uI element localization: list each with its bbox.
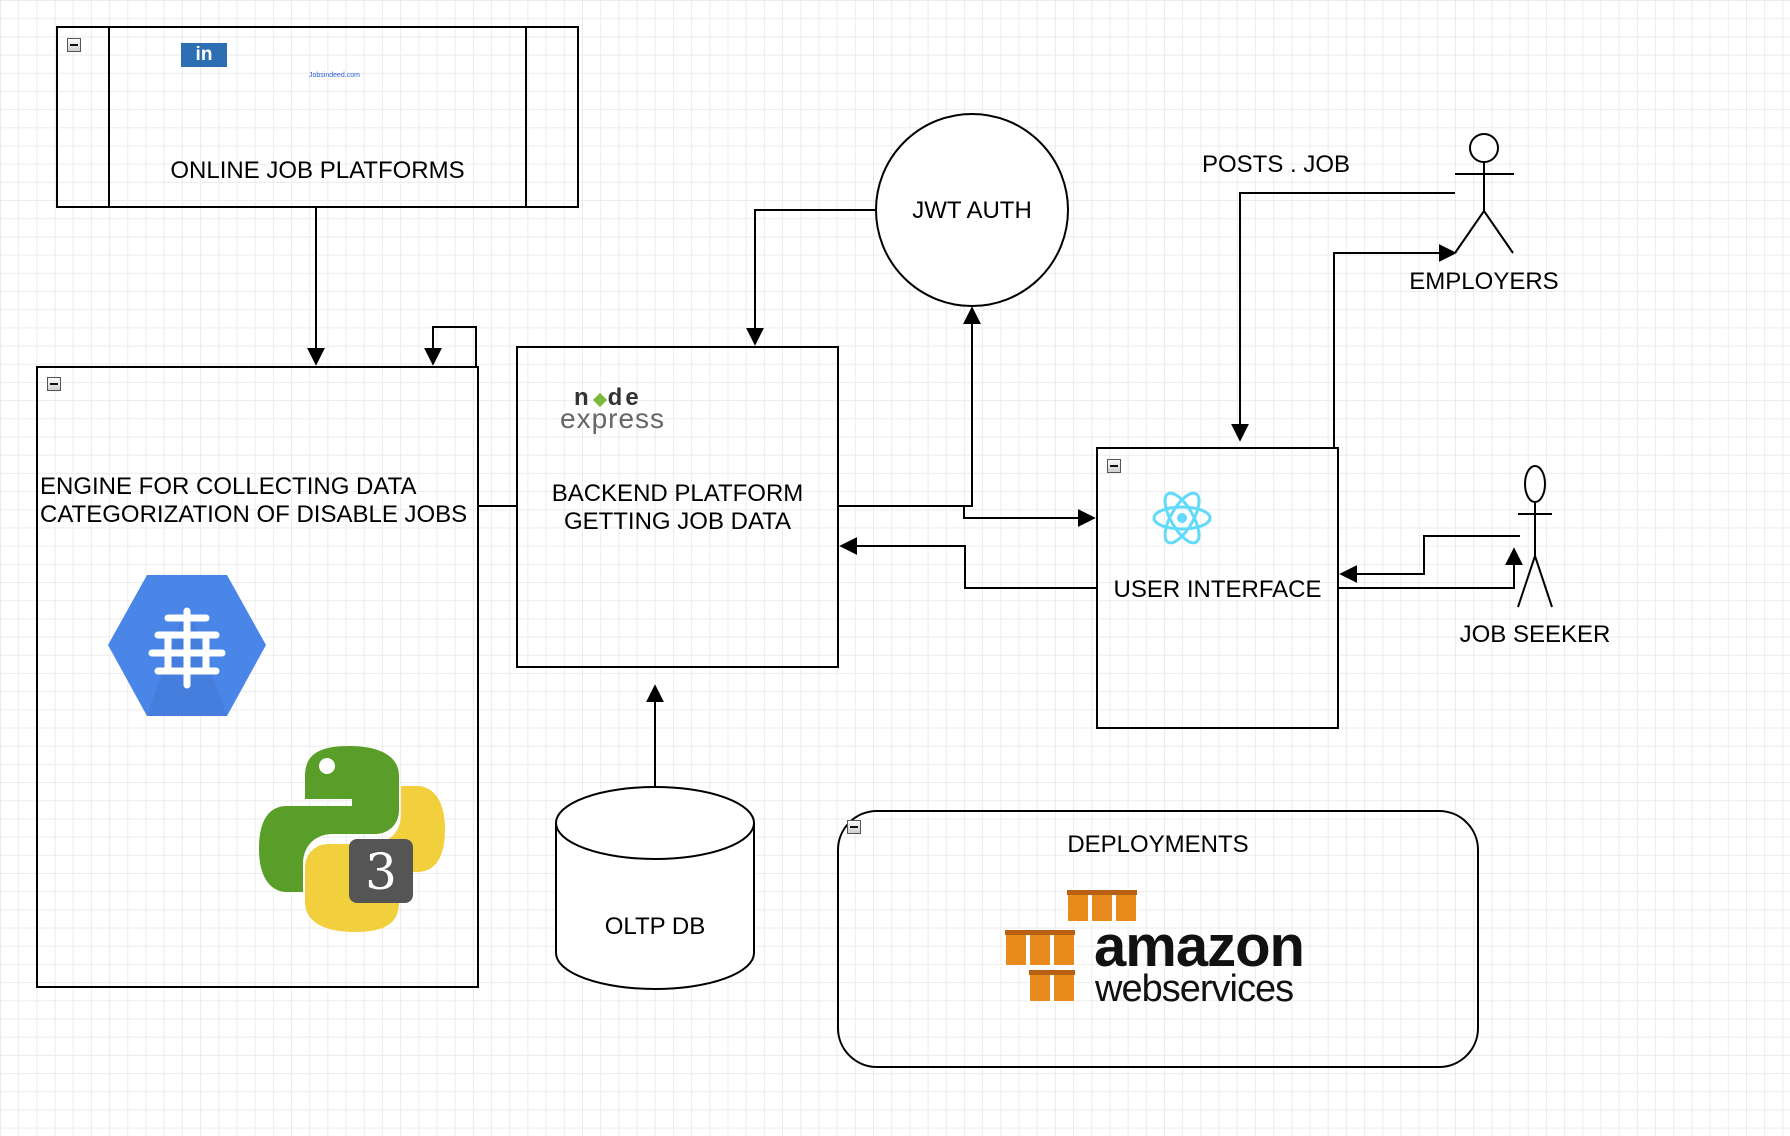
aws-cubes-icon <box>1004 889 1138 1003</box>
collapse-toggle-deployments[interactable] <box>847 820 861 834</box>
indeed-icon: Jobsindeed.com <box>309 72 360 79</box>
edge-ui-to-employers <box>1333 244 1457 447</box>
engine-box[interactable] <box>36 366 479 988</box>
edge-jwt-to-backend <box>746 209 876 346</box>
aws-webservices-logo: webservices <box>1095 968 1294 1010</box>
jwt-auth-label: JWT AUTH <box>912 197 1032 224</box>
oltp-db-label: OLTP DB <box>604 913 706 940</box>
edge-backend-to-jwt <box>839 306 981 507</box>
edge-employers-to-ui <box>1231 192 1455 442</box>
employers-label: EMPLOYERS <box>1409 268 1559 295</box>
online-job-platforms-box[interactable] <box>56 26 579 208</box>
user-interface-box[interactable] <box>1096 447 1339 729</box>
backend-box[interactable] <box>516 346 839 668</box>
job-seeker-label: JOB SEEKER <box>1459 621 1611 648</box>
collapse-toggle-engine[interactable] <box>47 377 61 391</box>
posts-job-label: POSTS . JOB <box>1202 151 1351 178</box>
collapse-toggle-user-interface[interactable] <box>1107 459 1121 473</box>
react-icon <box>1152 491 1212 545</box>
edge-ui-to-backend <box>839 537 1096 589</box>
user-interface-label: USER INTERFACE <box>1113 576 1322 603</box>
deployments-box[interactable] <box>837 810 1479 1068</box>
collapse-toggle-online-platforms[interactable] <box>67 38 81 52</box>
job-seeker-actor-icon[interactable] <box>1517 465 1553 608</box>
engine-label-line2: CATEGORIZATION OF DISABLE JOBS <box>40 501 468 528</box>
oltp-db-cylinder[interactable] <box>555 786 755 990</box>
edge-backend-to-ui <box>963 506 1096 527</box>
express-logo: express <box>560 403 666 434</box>
employers-actor-icon[interactable] <box>1454 133 1514 254</box>
deployments-label: DEPLOYMENTS <box>1067 831 1249 858</box>
backend-label-line1: BACKEND PLATFORM <box>551 480 804 507</box>
edge-ui-to-jobseeker <box>1339 547 1523 589</box>
google-cloud-ml-brain-icon <box>108 575 266 716</box>
edge-engine-self-loop <box>424 326 477 366</box>
aws-amazon-logo: amazon <box>1094 914 1305 979</box>
linkedin-icon: in <box>181 43 227 67</box>
swimlane-left-divider <box>108 28 110 206</box>
backend-label-line2: GETTING JOB DATA <box>563 508 792 535</box>
python-3-icon: 3 <box>259 746 445 932</box>
edge-jobseeker-to-ui <box>1339 535 1520 583</box>
engine-label-line1: ENGINE FOR COLLECTING DATA <box>40 473 417 500</box>
online-job-platforms-label: ONLINE JOB PLATFORMS <box>170 157 465 184</box>
svg-text:3: 3 <box>365 843 397 901</box>
swimlane-right-divider <box>525 28 527 206</box>
